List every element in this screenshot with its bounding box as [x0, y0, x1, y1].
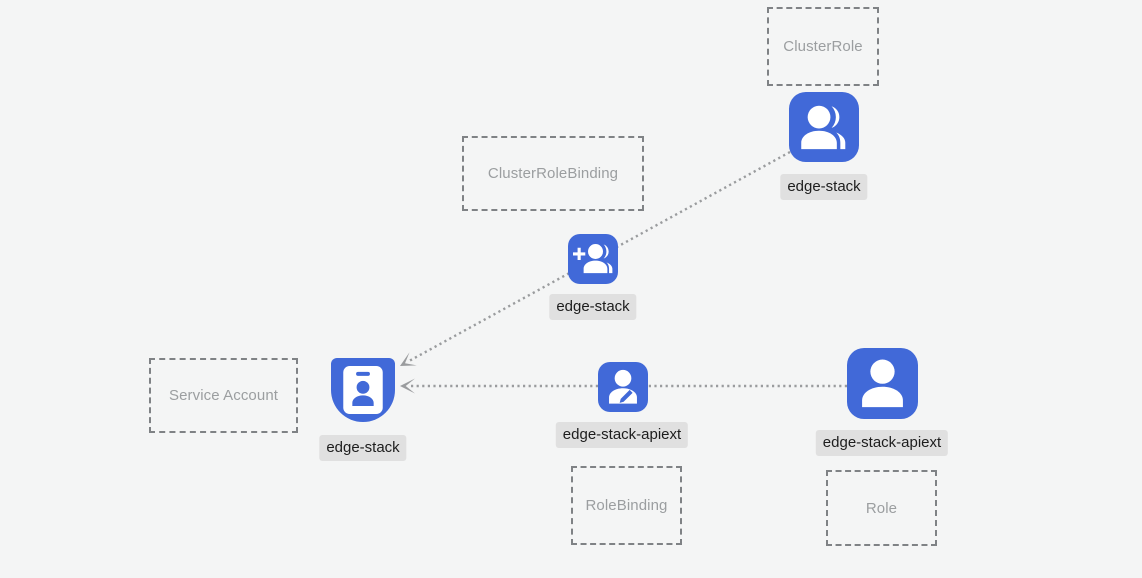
badge-person-icon[interactable]	[331, 358, 395, 422]
kind-box-label: Service Account	[168, 387, 279, 404]
node-clusterrolebinding[interactable]	[568, 234, 618, 284]
node-label-role: edge-stack-apiext	[815, 430, 949, 456]
kind-box-label: RoleBinding	[585, 497, 668, 514]
node-label-clusterrole: edge-stack	[780, 174, 868, 200]
edge-clusterrole-to-serviceaccount-arrowhead	[400, 352, 417, 366]
kind-box-label: ClusterRole	[783, 38, 863, 55]
kind-box-label: Role	[865, 499, 898, 517]
node-rolebinding[interactable]	[598, 362, 648, 412]
node-service-account[interactable]	[331, 358, 395, 422]
node-label-service-account: edge-stack	[319, 435, 407, 461]
kind-box-clusterrole: ClusterRole	[767, 7, 879, 86]
edge-rolebinding-to-serviceaccount-arrowhead	[400, 378, 415, 394]
kind-box-role: Role	[826, 470, 937, 546]
kind-box-clusterrolebinding: ClusterRoleBinding	[462, 136, 644, 211]
person-icon[interactable]	[847, 348, 918, 419]
person-edit-icon[interactable]	[598, 362, 648, 412]
kind-box-rolebinding: RoleBinding	[571, 466, 682, 545]
group-add-icon[interactable]	[568, 234, 618, 284]
node-label-rolebinding: edge-stack-apiext	[555, 422, 689, 448]
group-icon[interactable]	[789, 92, 859, 162]
kind-box-label: ClusterRoleBinding	[487, 165, 619, 182]
node-clusterrole[interactable]	[789, 92, 859, 162]
kind-box-service-account: Service Account	[149, 358, 298, 433]
node-role[interactable]	[847, 348, 918, 419]
node-label-clusterrolebinding: edge-stack	[549, 294, 637, 320]
